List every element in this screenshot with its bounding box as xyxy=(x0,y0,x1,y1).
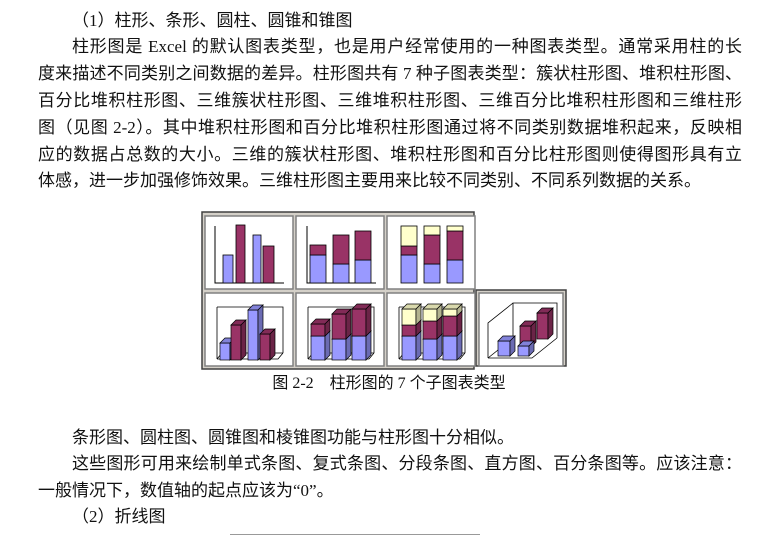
column-bar xyxy=(222,254,234,284)
column-bar-3d xyxy=(247,309,259,361)
section-1-heading: （1）柱形、条形、圆柱、圆锥和锥图 xyxy=(72,11,353,30)
subtype-thumbnail xyxy=(204,215,294,290)
paragraph-line: 图（见图 2-2）。其中堆积柱形图和百分比堆积柱形图通过将不同类别数据堆积起来，… xyxy=(38,118,742,137)
column-bar xyxy=(446,230,464,261)
column-bar-3d-side xyxy=(415,303,422,326)
chart-walls-3d xyxy=(307,306,375,360)
column-bar xyxy=(354,259,372,284)
column-bar xyxy=(235,224,246,284)
column-bar-3d xyxy=(351,308,367,337)
column-bar-3d-side xyxy=(269,328,276,361)
column-bar xyxy=(400,245,418,256)
column-bar-3d-side xyxy=(345,308,352,340)
column-bar-3d xyxy=(401,324,417,337)
column-bar xyxy=(309,244,327,256)
column-bar-3d xyxy=(442,315,458,337)
column-bar xyxy=(423,225,441,236)
column-bar xyxy=(446,225,464,232)
chart-axes xyxy=(306,226,376,284)
column-bar xyxy=(400,254,418,284)
column-bar-3d-side xyxy=(365,303,372,337)
column-bar-3d-side xyxy=(436,303,443,322)
footer-rule xyxy=(230,534,480,535)
column-bar-3d xyxy=(259,333,271,361)
column-bar xyxy=(332,263,350,284)
column-bar-3d-side xyxy=(547,307,554,340)
column-bar-3d xyxy=(517,345,530,357)
column-bar-3d xyxy=(422,308,438,322)
column-bar xyxy=(309,254,327,284)
column-bar-3d xyxy=(351,335,367,361)
column-bar xyxy=(423,234,441,265)
column-bar xyxy=(354,230,372,261)
column-bar-3d xyxy=(422,320,438,340)
column-bar-3d xyxy=(310,335,326,361)
column-bar-3d xyxy=(331,338,347,361)
column-bar-3d-side xyxy=(528,340,535,357)
column-bar-3d xyxy=(422,338,438,361)
column-bar-3d xyxy=(401,308,417,326)
paragraph-line: 这些图形可用来绘制单式条图、复式条图、分段条图、直方图、百分条图等。应该注意： xyxy=(72,454,742,473)
column-bar xyxy=(252,234,262,284)
column-bar xyxy=(423,263,441,284)
chart-walls-3d xyxy=(216,306,284,360)
column-bar xyxy=(446,259,464,284)
column-bar-3d xyxy=(331,313,347,340)
paragraph-line: 应的数据占总数的大小。三维的簇状柱形图、堆积柱形图和百分比柱形图则使得图形具有立 xyxy=(38,145,742,164)
column-bar-3d-side xyxy=(324,318,331,337)
column-bar-3d xyxy=(497,340,511,357)
column-bar-3d xyxy=(442,335,458,361)
paragraph-line: 一般情况下，数值轴的起点应该为“0”。 xyxy=(38,481,334,500)
chart-walls-3d xyxy=(398,306,466,360)
column-bar-3d xyxy=(310,323,326,337)
column-chart-subtypes-figure xyxy=(201,211,567,370)
paragraph-line: 体感，进一步加强修饰效果。三维柱形图主要用来比较不同类别、不同系列数据的关系。 xyxy=(38,171,701,190)
paragraph-line: 柱形图是 Excel 的默认图表类型，也是用户经常使用的一种图表类型。通常采用柱… xyxy=(72,37,742,56)
paragraph: 条形图、圆柱图、圆锥图和棱锥图功能与柱形图十分相似。 xyxy=(72,428,514,447)
column-bar-3d-side xyxy=(530,320,537,348)
column-bar-3d-side xyxy=(456,303,463,317)
column-bar-3d xyxy=(401,335,417,361)
paragraph-line: 度来描述不同类别之间数据的差异。柱形图共有 7 种子图表类型：簇状柱形图、堆积柱… xyxy=(38,64,742,83)
figure-caption: 图 2-2 柱形图的 7 个子图表类型 xyxy=(272,375,506,392)
paragraph-line: 百分比堆积柱形图、三维簇状柱形图、三维堆积柱形图、三维百分比堆积柱形图和三维柱形 xyxy=(38,91,742,110)
column-bar-3d-side xyxy=(240,319,247,361)
column-bar xyxy=(400,225,418,247)
column-bar xyxy=(332,234,350,265)
column-bar-3d xyxy=(442,308,458,317)
column-bar-3d-side xyxy=(509,335,516,357)
column-bar-3d xyxy=(536,312,549,340)
column-bar-3d xyxy=(219,342,231,361)
section-2-heading: （2）折线图 xyxy=(72,507,166,526)
column-bar-3d xyxy=(230,324,242,361)
column-bar xyxy=(262,245,275,284)
